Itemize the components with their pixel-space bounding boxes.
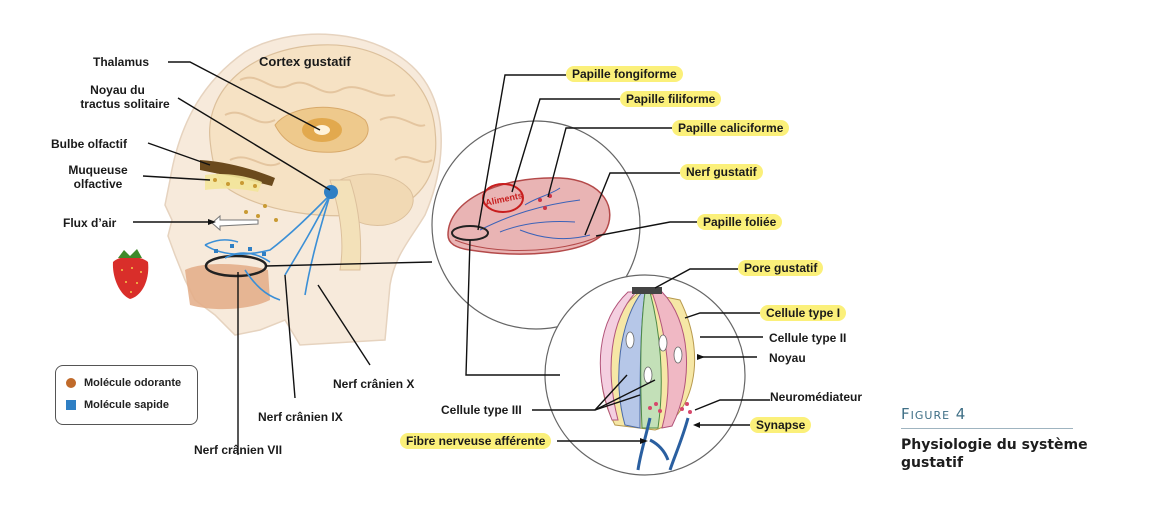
label-noyau: Noyau bbox=[769, 351, 806, 365]
olfactory-bulb bbox=[200, 160, 275, 186]
figure-divider bbox=[901, 428, 1073, 429]
label-nerf-vii: Nerf crânien VII bbox=[194, 443, 283, 457]
figure-number: Figure 4 bbox=[901, 405, 967, 423]
label-papille-caliciforme: Papille caliciforme bbox=[672, 120, 790, 136]
sapid-molecule-icon bbox=[66, 400, 76, 411]
label-papille-foliee: Papille foliée bbox=[697, 214, 783, 230]
label-muqueuse-2: olfactive bbox=[73, 177, 123, 191]
label-cellule-type-i: Cellule type I bbox=[760, 305, 847, 321]
label-thalamus: Thalamus bbox=[93, 55, 150, 69]
strawberry-icon bbox=[112, 249, 149, 299]
label-flux-air: Flux d’air bbox=[63, 216, 117, 230]
figure-caption: Physiologie du système gustatif bbox=[901, 437, 1088, 471]
taste-bud-inset bbox=[544, 274, 746, 476]
label-papille-fongiforme: Papille fongiforme bbox=[566, 66, 683, 82]
legend-item-odorante: Molécule odorante bbox=[66, 377, 181, 389]
label-nerf-gustatif: Nerf gustatif bbox=[680, 164, 763, 180]
label-cellule-type-ii: Cellule type II bbox=[769, 331, 847, 345]
label-muqueuse-1: Muqueuse bbox=[68, 163, 128, 177]
head-illustration bbox=[164, 33, 442, 346]
label-cellule-type-iii: Cellule type III bbox=[441, 403, 522, 417]
label-noyau-tractus-2: tractus solitaire bbox=[80, 97, 170, 111]
leader-lines bbox=[133, 61, 770, 455]
taste-pore bbox=[632, 287, 662, 294]
label-pore-gustatif: Pore gustatif bbox=[738, 260, 824, 276]
cranial-nerves bbox=[204, 194, 331, 301]
legend-label-odorante: Molécule odorante bbox=[84, 377, 182, 389]
label-fibre-afferente: Fibre nerveuse afférente bbox=[400, 433, 552, 449]
odorant-molecule-icon bbox=[66, 378, 76, 389]
label-nerf-ix: Nerf crânien IX bbox=[258, 410, 343, 424]
legend: Molécule odorante Molécule sapide bbox=[55, 365, 198, 425]
arrow-heads bbox=[208, 219, 705, 444]
label-cortex-gustatif: Cortex gustatif bbox=[259, 54, 351, 69]
label-bulbe-olfactif: Bulbe olfactif bbox=[51, 137, 128, 151]
tongue-inset bbox=[431, 120, 641, 330]
label-neuromediateur: Neuromédiateur bbox=[770, 390, 863, 404]
label-nerf-x: Nerf crânien X bbox=[333, 377, 415, 391]
label-noyau-tractus-1: Noyau du bbox=[90, 83, 145, 97]
label-synapse: Synapse bbox=[750, 417, 812, 433]
legend-label-sapide: Molécule sapide bbox=[84, 399, 169, 411]
legend-item-sapide: Molécule sapide bbox=[66, 399, 169, 411]
label-papille-filiforme: Papille filiforme bbox=[620, 91, 722, 107]
